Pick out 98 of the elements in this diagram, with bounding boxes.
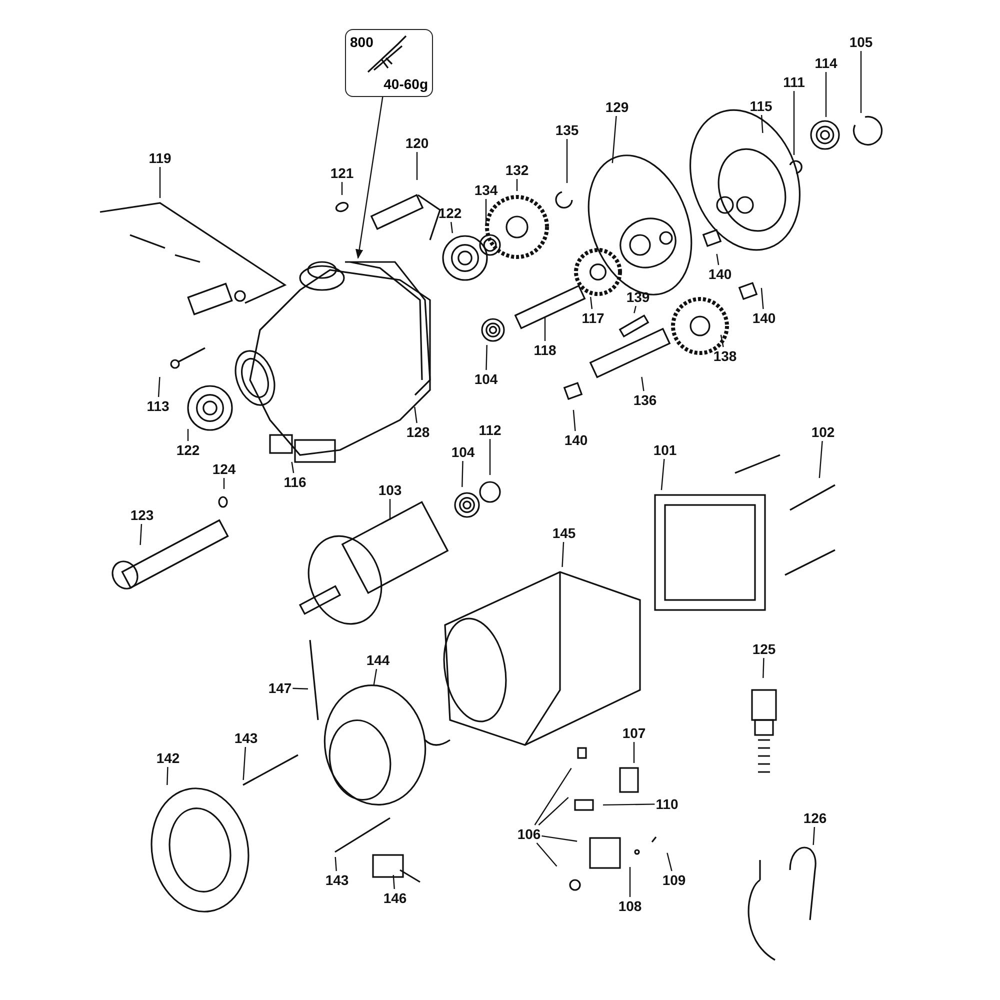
callout-number: 106 xyxy=(517,826,541,842)
leader-line xyxy=(818,440,823,478)
callout-number: 129 xyxy=(605,99,629,115)
leader-line xyxy=(633,742,635,763)
leader-line xyxy=(566,139,568,183)
leader-line xyxy=(720,334,724,348)
callout-number: 103 xyxy=(378,482,402,498)
callout-number: 122 xyxy=(438,205,462,221)
callout-number: 145 xyxy=(552,525,576,541)
callout-number: 104 xyxy=(474,371,498,387)
callout-number: 101 xyxy=(653,442,677,458)
callout-number: 140 xyxy=(708,266,732,282)
leader-line xyxy=(760,114,764,134)
leader-line xyxy=(542,835,578,842)
leader-line xyxy=(762,658,764,678)
leader-line xyxy=(572,410,576,432)
arrow xyxy=(356,96,384,259)
callout-number: 138 xyxy=(713,348,737,364)
callout-number: 105 xyxy=(849,34,873,50)
callout-number: 125 xyxy=(752,641,776,657)
leader-line xyxy=(140,524,142,546)
callout-number: 120 xyxy=(405,135,429,151)
callout-number: 121 xyxy=(330,165,354,181)
grease-spec-box xyxy=(345,29,433,97)
callout-number: 123 xyxy=(130,507,154,523)
leader-line xyxy=(242,746,246,780)
callout-number: 110 xyxy=(656,796,678,812)
leader-line xyxy=(760,288,764,310)
leader-line xyxy=(641,376,644,392)
leader-line xyxy=(602,804,655,806)
leader-line xyxy=(334,856,337,872)
leader-line xyxy=(793,91,795,155)
callout-number: 146 xyxy=(383,890,407,906)
leader-line xyxy=(373,668,378,686)
callout-number: 113 xyxy=(146,398,170,414)
callout-number: 118 xyxy=(534,342,556,358)
callout-number: 126 xyxy=(803,810,827,826)
callout-number: 134 xyxy=(474,182,498,198)
callout-number: 107 xyxy=(622,725,646,741)
leader-line xyxy=(516,179,518,191)
leader-line xyxy=(389,499,391,520)
callout-number: 136 xyxy=(633,392,657,408)
callout-number: 142 xyxy=(156,750,180,766)
leader-line xyxy=(341,182,343,195)
leader-line xyxy=(292,688,308,690)
leader-line xyxy=(562,542,564,568)
callout-number: 143 xyxy=(234,730,258,746)
callout-number: 108 xyxy=(618,898,642,914)
leader-line xyxy=(159,167,161,198)
callout-number: 102 xyxy=(811,424,835,440)
leader-line xyxy=(612,116,617,164)
callout-number: 124 xyxy=(212,461,236,477)
leader-line xyxy=(860,51,862,113)
leader-line xyxy=(223,478,225,489)
leader-line xyxy=(450,222,453,234)
leader-line xyxy=(590,296,593,310)
leader-line xyxy=(536,842,558,867)
leader-line xyxy=(462,460,464,488)
callout-number: 132 xyxy=(505,162,529,178)
callout-number: 147 xyxy=(268,680,292,696)
callout-number: 140 xyxy=(564,432,588,448)
leader-line xyxy=(485,199,487,223)
callout-number: 143 xyxy=(325,872,349,888)
leader-line xyxy=(166,766,168,786)
callout-number: 109 xyxy=(662,872,686,888)
callout-number: 140 xyxy=(752,310,776,326)
leader-line xyxy=(716,254,720,266)
leader-line xyxy=(825,72,827,117)
leader-line xyxy=(534,768,572,826)
leader-line xyxy=(660,458,665,490)
leader-line xyxy=(187,429,189,441)
callout-number: 116 xyxy=(284,474,306,490)
callout-number: 104 xyxy=(451,444,475,460)
leader-line xyxy=(486,344,488,370)
leader-line xyxy=(538,796,569,826)
grease-amount-text: 40-60g xyxy=(384,76,428,92)
callout-number: 114 xyxy=(814,55,838,71)
grease-grade-text: 800 xyxy=(350,34,374,50)
leader-line xyxy=(544,317,546,341)
callout-number: 111 xyxy=(783,74,805,90)
callout-number: 115 xyxy=(750,98,772,114)
callout-number: 128 xyxy=(406,424,430,440)
callout-number: 122 xyxy=(176,442,200,458)
leader-line xyxy=(414,406,418,424)
leader-line xyxy=(158,376,160,398)
leader-line xyxy=(489,439,491,475)
leader-line xyxy=(666,852,672,872)
callout-number: 119 xyxy=(148,150,172,166)
leader-line xyxy=(291,462,294,474)
callout-number: 135 xyxy=(555,122,579,138)
leader-line xyxy=(416,152,418,180)
leader-line xyxy=(392,874,395,890)
leader-line xyxy=(634,306,636,314)
callout-number: 117 xyxy=(582,310,604,326)
callout-number: 144 xyxy=(366,652,390,668)
callout-number: 112 xyxy=(478,422,502,438)
leader-line xyxy=(629,867,631,897)
leader-line xyxy=(812,826,816,846)
